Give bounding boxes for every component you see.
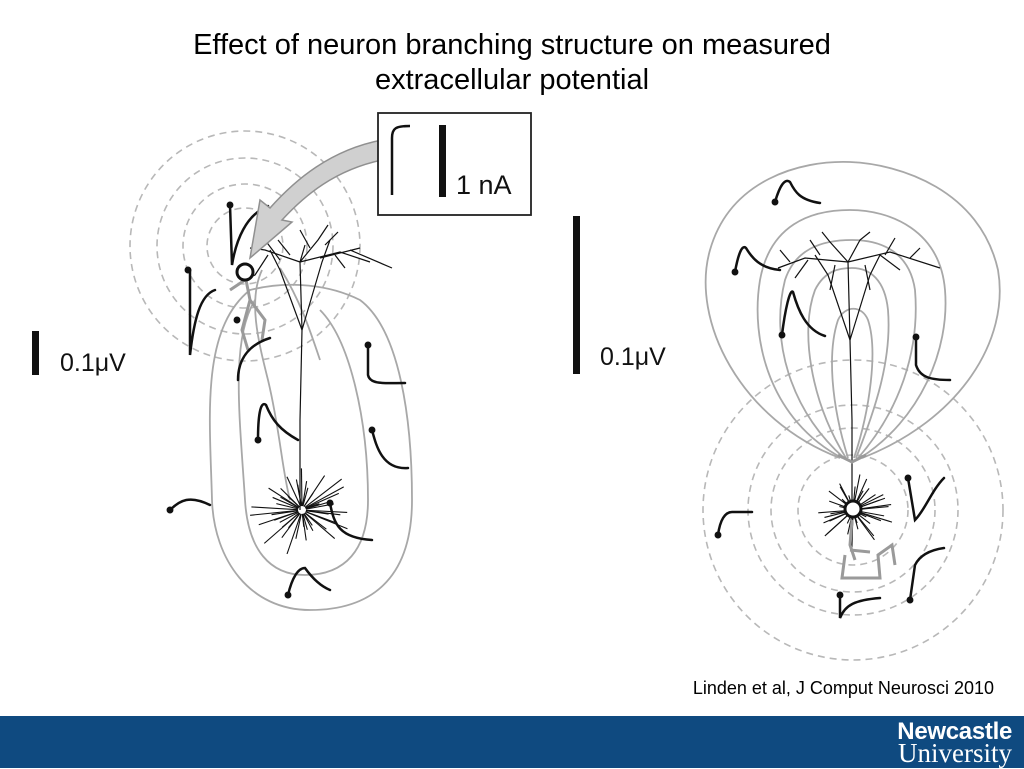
waveform-r7 [910,548,944,600]
waveform-2 [190,270,215,355]
left-scale-bar [32,331,39,375]
waveform-r2 [735,247,780,272]
citation: Linden et al, J Comput Neurosci 2010 [693,678,994,699]
left-axon [230,275,265,350]
current-inset: 1 nA [250,113,531,258]
waveform-6 [372,430,408,468]
waveform-r3 [782,292,825,336]
inset-scale-label: 1 nA [456,170,512,200]
footer-bar: Newcastle University [0,716,1024,768]
basal-dendrite [305,487,343,508]
waveform-r1 [775,181,820,203]
right-solid-isolines [706,162,1000,458]
waveform-r5 [718,512,752,535]
neuron-figure: 0.1μV 1 nA [0,0,1024,716]
waveform-r6 [908,478,944,520]
waveform-7 [170,500,210,510]
left-scale-label: 0.1μV [60,349,126,377]
inset-scale-bar [439,125,446,197]
right-panel: 0.1μV [573,162,1003,660]
right-soma [845,501,861,517]
left-soma [237,264,253,280]
left-panel: 0.1μV [32,131,412,610]
inset-arrow [250,140,382,258]
basal-dendrite [305,479,342,507]
right-scale-bar [573,216,580,374]
university-logo-word: University [898,738,1012,769]
basal-dendrite [301,468,302,506]
left-waveforms [168,203,408,597]
waveform-r4 [916,337,950,380]
basal-dendrite [287,514,301,554]
right-neuron-dendrites [778,232,940,508]
left-neuron-dendrites [245,225,392,510]
right-scale-label: 0.1μV [600,343,666,371]
